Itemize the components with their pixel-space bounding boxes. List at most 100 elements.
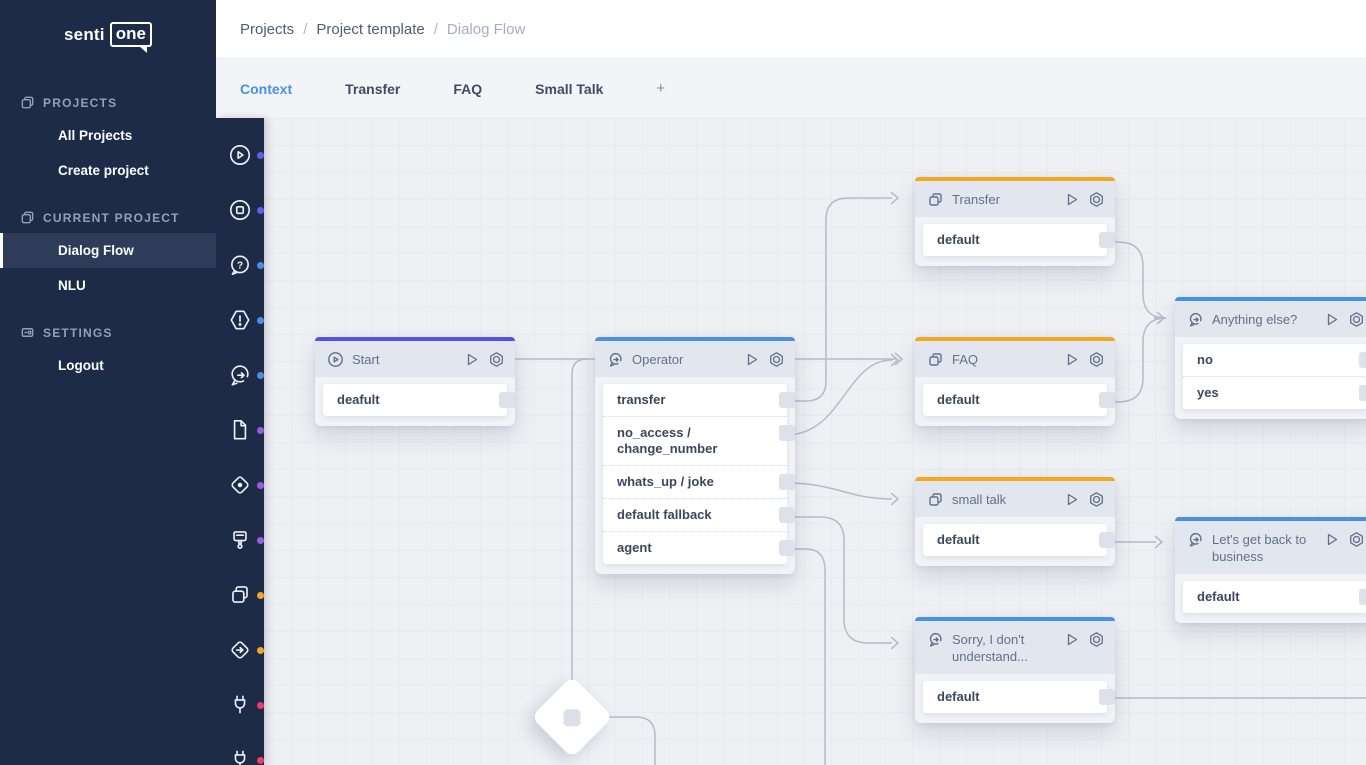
run-node-button[interactable] xyxy=(1323,531,1340,548)
node-row[interactable]: no_access / change_number xyxy=(603,416,795,465)
arrowhead xyxy=(1154,535,1164,549)
alert-hexagon-icon xyxy=(230,310,250,330)
sidebar-item-logout[interactable]: Logout xyxy=(58,358,104,373)
row-output-port[interactable] xyxy=(779,392,795,408)
row-output-port[interactable] xyxy=(1099,232,1115,248)
node-row[interactable]: default xyxy=(923,384,1115,416)
tab-faq[interactable]: FAQ xyxy=(453,80,483,97)
sidebar-item-all-projects[interactable]: All Projects xyxy=(58,128,133,143)
workarea: ? xyxy=(216,118,1366,765)
node-accent-bar xyxy=(595,337,795,341)
dialog-flow-canvas[interactable]: Start deafult Operator xyxy=(264,118,1366,765)
tool-stop[interactable] xyxy=(227,197,264,223)
tool-collection[interactable] xyxy=(227,582,264,608)
node-settings-button[interactable] xyxy=(1088,631,1105,648)
row-output-port[interactable] xyxy=(779,507,795,523)
wire-fallback-row xyxy=(786,516,892,644)
run-node-button[interactable] xyxy=(1063,351,1080,368)
node-row[interactable]: whats_up / joke xyxy=(603,465,795,498)
tool-plug-2[interactable] xyxy=(227,747,264,765)
sidebar-item-dialog-flow[interactable]: Dialog Flow xyxy=(0,233,216,268)
arrowhead xyxy=(890,191,900,205)
tool-message[interactable] xyxy=(227,362,264,388)
tab-context[interactable]: Context xyxy=(240,80,293,97)
wire-transfer-row xyxy=(786,197,892,402)
row-output-port[interactable] xyxy=(1099,532,1115,548)
tab-small-talk[interactable]: Small Talk xyxy=(535,80,604,97)
node-row[interactable]: default xyxy=(923,524,1115,556)
chat-arrow-icon xyxy=(231,365,249,386)
tool-question[interactable]: ? xyxy=(227,252,264,278)
run-node-button[interactable] xyxy=(1063,191,1080,208)
current-project-icon xyxy=(21,211,34,224)
node-settings-button[interactable] xyxy=(1348,531,1365,548)
flow-node-anything-else[interactable]: Anything else? no yes xyxy=(1175,297,1366,419)
sidebar-item-create-project[interactable]: Create project xyxy=(58,163,149,178)
node-title: Let's get back to business xyxy=(1212,532,1307,564)
node-row[interactable]: default xyxy=(923,681,1115,713)
node-row[interactable]: default fallback xyxy=(603,498,795,531)
row-output-port[interactable] xyxy=(1099,689,1115,705)
flow-node-transfer[interactable]: Transfer default xyxy=(915,177,1115,266)
run-node-button[interactable] xyxy=(1063,491,1080,508)
row-output-port[interactable] xyxy=(1359,589,1366,605)
node-settings-button[interactable] xyxy=(1088,491,1105,508)
tool-document[interactable] xyxy=(227,417,264,443)
run-node-button[interactable] xyxy=(743,351,760,368)
plug-icon xyxy=(234,750,246,765)
context-tabs: Context Transfer FAQ Small Talk + xyxy=(216,59,1366,118)
flow-node-operator[interactable]: Operator transfer no_access / change_num… xyxy=(595,337,795,574)
tool-redirect[interactable] xyxy=(227,637,264,663)
run-node-button[interactable] xyxy=(1323,311,1340,328)
run-node-button[interactable] xyxy=(1063,631,1080,648)
tool-stamp[interactable] xyxy=(227,527,264,553)
stacked-cards-icon xyxy=(927,491,944,508)
node-row[interactable]: default xyxy=(1183,581,1366,613)
breadcrumb-separator: / xyxy=(433,20,438,38)
node-settings-button[interactable] xyxy=(1348,311,1365,328)
tab-transfer[interactable]: Transfer xyxy=(345,80,401,97)
sidebar-item-nlu[interactable]: NLU xyxy=(58,278,86,293)
diamond-port[interactable] xyxy=(563,708,581,726)
wire-diamond-to-operator xyxy=(571,358,588,688)
node-settings-button[interactable] xyxy=(1088,351,1105,368)
add-tab-button[interactable]: + xyxy=(656,80,666,97)
row-output-port[interactable] xyxy=(1359,352,1366,368)
node-row[interactable]: no xyxy=(1183,344,1366,376)
run-node-button[interactable] xyxy=(463,351,480,368)
flow-node-faq[interactable]: FAQ default xyxy=(915,337,1115,426)
sidebar-section-projects: PROJECTS All Projects Create project xyxy=(0,87,216,188)
flow-node-start[interactable]: Start deafult xyxy=(315,337,515,426)
question-bubble-icon: ? xyxy=(231,255,249,276)
chat-icon xyxy=(1187,531,1204,548)
arrowhead xyxy=(890,636,900,650)
node-accent-bar xyxy=(1175,297,1366,301)
node-row[interactable]: deafult xyxy=(323,384,515,416)
tool-plug[interactable] xyxy=(227,692,264,718)
row-output-port[interactable] xyxy=(1359,385,1366,401)
row-output-port[interactable] xyxy=(499,392,515,408)
node-row[interactable]: yes xyxy=(1183,376,1366,409)
node-settings-button[interactable] xyxy=(768,351,785,368)
node-row[interactable]: agent xyxy=(603,531,795,564)
node-accent-bar xyxy=(1175,517,1366,521)
sidebar-header-projects: PROJECTS xyxy=(0,87,216,118)
node-accent-bar xyxy=(915,177,1115,181)
node-settings-button[interactable] xyxy=(1088,191,1105,208)
flow-node-lets-get-back[interactable]: Let's get back to business default xyxy=(1175,517,1366,623)
tool-play[interactable] xyxy=(227,142,264,168)
breadcrumb-projects[interactable]: Projects xyxy=(240,20,295,38)
breadcrumb-project-template[interactable]: Project template xyxy=(316,20,425,38)
node-row[interactable]: default xyxy=(923,224,1115,256)
tool-decision[interactable] xyxy=(227,472,264,498)
row-output-port[interactable] xyxy=(779,425,795,441)
row-output-port[interactable] xyxy=(1099,392,1115,408)
row-output-port[interactable] xyxy=(779,474,795,490)
flow-node-sorry[interactable]: Sorry, I don't understand... default xyxy=(915,617,1115,723)
node-settings-button[interactable] xyxy=(488,351,505,368)
tool-warning[interactable] xyxy=(227,307,264,333)
chat-icon xyxy=(607,351,624,368)
row-output-port[interactable] xyxy=(779,540,795,556)
node-row[interactable]: transfer xyxy=(603,384,795,416)
flow-node-small-talk[interactable]: small talk default xyxy=(915,477,1115,566)
